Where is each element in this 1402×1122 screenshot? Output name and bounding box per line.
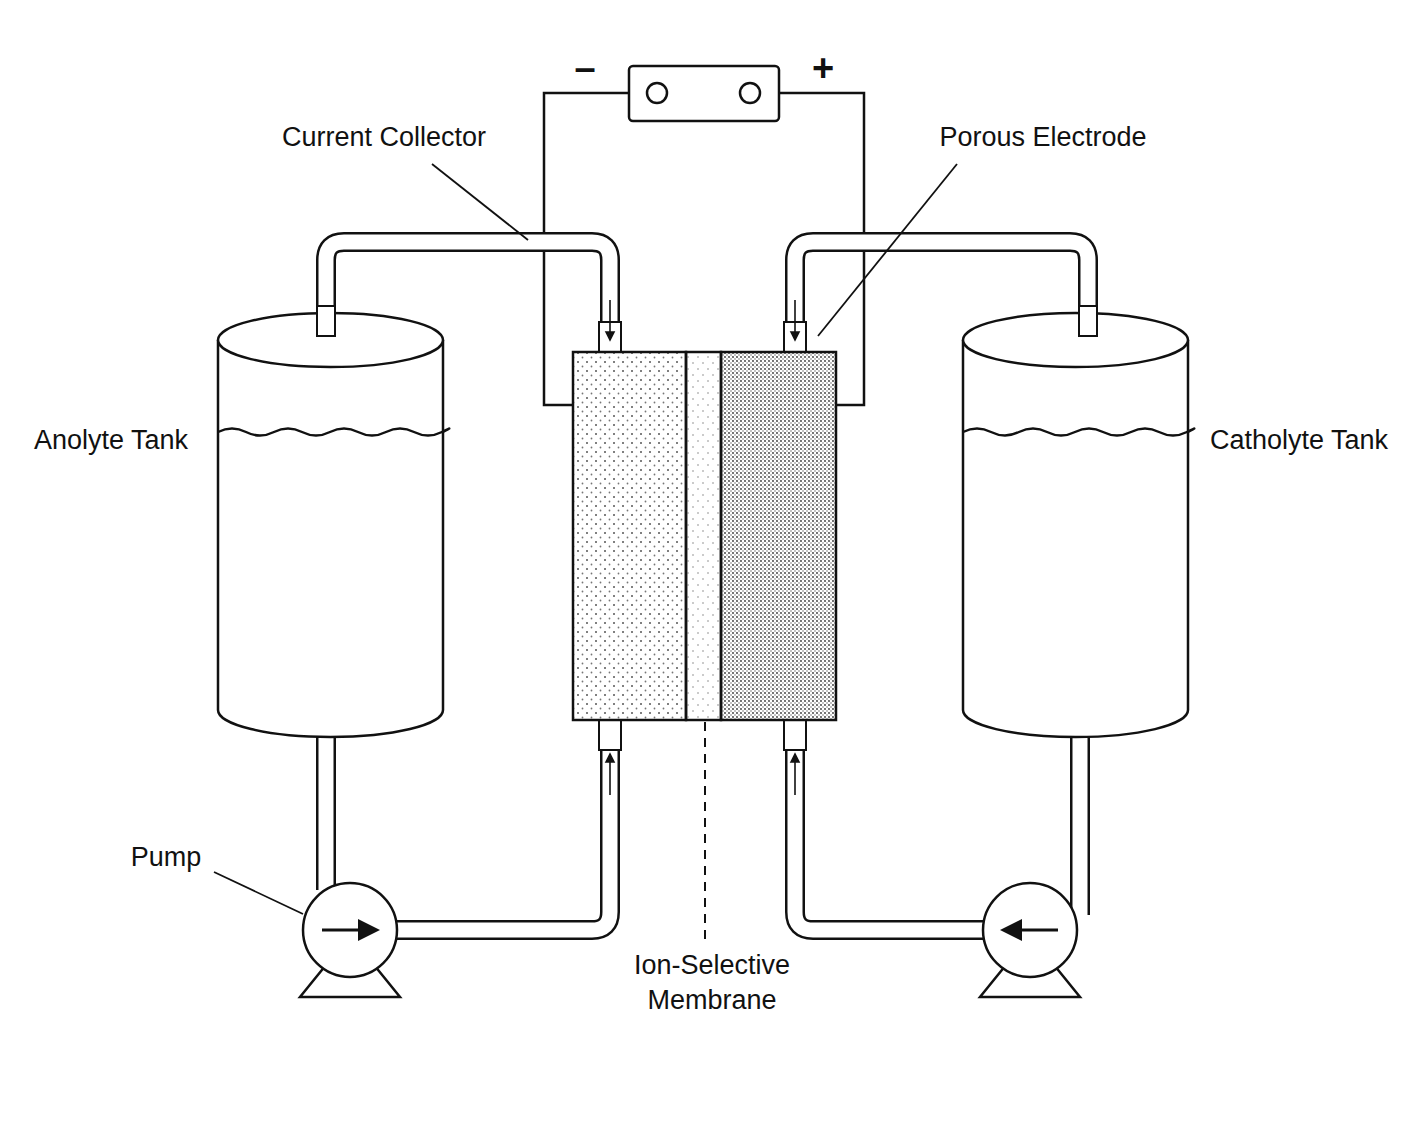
part-label: Anolyte Tank	[34, 423, 188, 458]
negative-porous-electrode	[573, 352, 686, 720]
pipe-bore	[795, 738, 985, 930]
liquid-surface	[218, 429, 449, 436]
pump-body	[983, 883, 1077, 977]
anolyte-pump	[300, 883, 400, 997]
catholyte-tank	[963, 306, 1194, 737]
nozzle	[599, 720, 621, 750]
flow-arrow-head	[791, 332, 799, 340]
membrane	[686, 352, 721, 720]
tank-port	[1079, 306, 1097, 336]
terminal	[647, 83, 667, 103]
anolyte-feed-pipe	[396, 740, 610, 930]
flow-arrow	[609, 300, 611, 334]
flow-arrow	[794, 760, 796, 795]
part-label: Pump	[131, 840, 202, 875]
positive-porous-electrode	[721, 352, 836, 720]
pipe-bore	[394, 738, 610, 930]
terminal	[740, 83, 760, 103]
flow-arrow-head	[606, 332, 614, 340]
tank-top	[963, 313, 1188, 367]
leader-line	[214, 872, 303, 914]
pump-arrow-head	[358, 919, 380, 941]
flow-arrow-head	[791, 754, 799, 762]
pump-arrow	[322, 929, 362, 932]
tank-body	[218, 340, 443, 737]
catholyte-feed-pipe	[795, 740, 983, 930]
polarity-sign: +	[812, 49, 834, 87]
nozzle	[784, 720, 806, 750]
anolyte-tank	[218, 306, 449, 737]
liquid-surface	[963, 429, 1194, 436]
flow-arrow	[794, 300, 796, 334]
pipe-bore	[1073, 734, 1088, 917]
pump-arrow-head	[1000, 919, 1022, 941]
leader-line	[432, 164, 528, 240]
leader-line	[818, 164, 957, 336]
pump-arrow	[1018, 929, 1058, 932]
tank-body	[963, 340, 1188, 737]
part-label: Ion-Selective Membrane	[612, 948, 812, 1018]
part-label: Catholyte Tank	[1210, 423, 1388, 458]
membrane-leader	[704, 722, 706, 942]
leader-line	[214, 164, 957, 914]
flow-arrow	[609, 760, 611, 795]
pump-body	[303, 883, 397, 977]
part-label: Current Collector	[282, 120, 486, 155]
polarity-sign: –	[574, 49, 595, 87]
catholyte-pump	[980, 883, 1080, 997]
tank-port	[317, 306, 335, 336]
power-source	[629, 66, 779, 121]
pipe-bore	[319, 734, 334, 892]
part-label: Porous Electrode	[939, 120, 1146, 155]
flow-arrow-head	[606, 754, 614, 762]
